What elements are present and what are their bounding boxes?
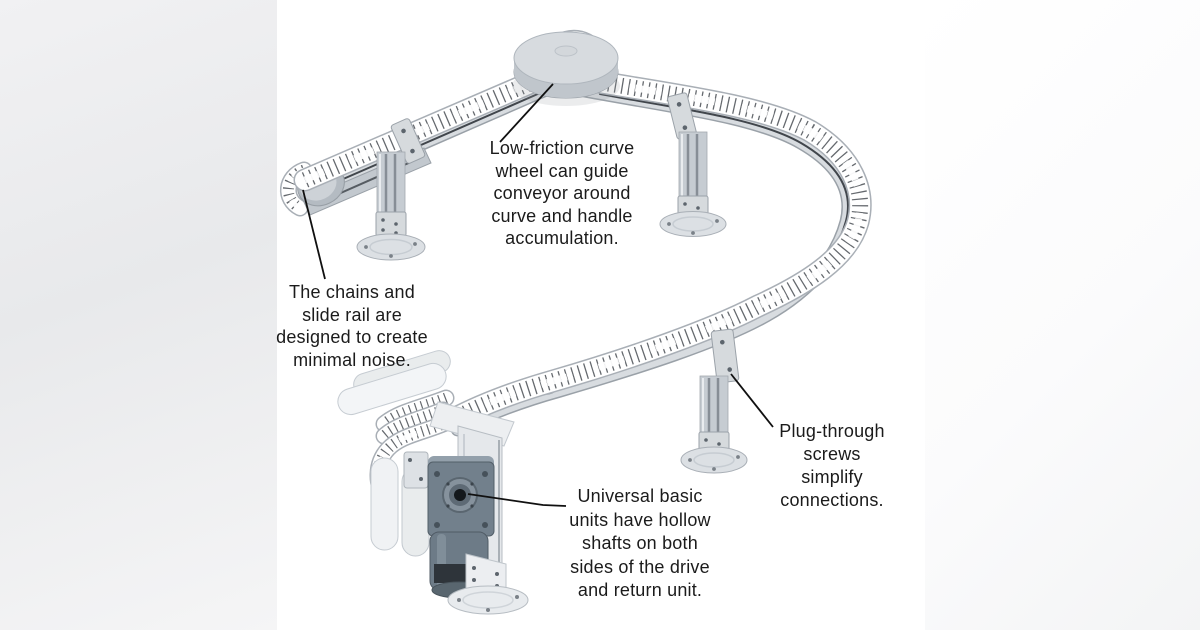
right-gradient-band	[925, 0, 1200, 630]
callout-plug-screws: Plug-through screws simplify connections…	[779, 421, 885, 510]
conveyor-chain-right	[440, 67, 872, 432]
leader-chains	[302, 189, 326, 280]
curve-wheel-hub	[554, 45, 578, 57]
support-leg-c	[680, 328, 748, 474]
conveyor-beam-left	[304, 80, 556, 199]
curve-wheel	[512, 31, 620, 106]
support-leg-b	[659, 92, 727, 237]
return-roller-front	[337, 362, 447, 416]
leader-universal-units	[467, 493, 567, 507]
support-leg-a	[356, 118, 426, 261]
gearbox	[427, 456, 495, 537]
hollow-shaft-hole	[454, 489, 466, 501]
callout-curve-wheel: Low-friction curve wheel can guide conve…	[489, 138, 635, 248]
callout-universal-units: Universal basic units have hollow shafts…	[569, 486, 711, 600]
motor-dark-band	[434, 564, 466, 583]
conveyor-chain-left	[293, 65, 556, 192]
callout-chains: The chains and slide rail are designed t…	[276, 282, 428, 370]
left-gradient-band	[0, 0, 277, 630]
leader-plug-screws	[730, 373, 774, 428]
chain-guide-tube-left	[370, 457, 399, 551]
leader-lines	[302, 83, 774, 507]
drive-top-plate	[429, 401, 515, 447]
drive-base-foot	[447, 553, 529, 615]
gearbox-side-bracket	[403, 451, 429, 489]
drive-unit	[337, 350, 529, 615]
leader-curve-wheel	[499, 83, 554, 143]
